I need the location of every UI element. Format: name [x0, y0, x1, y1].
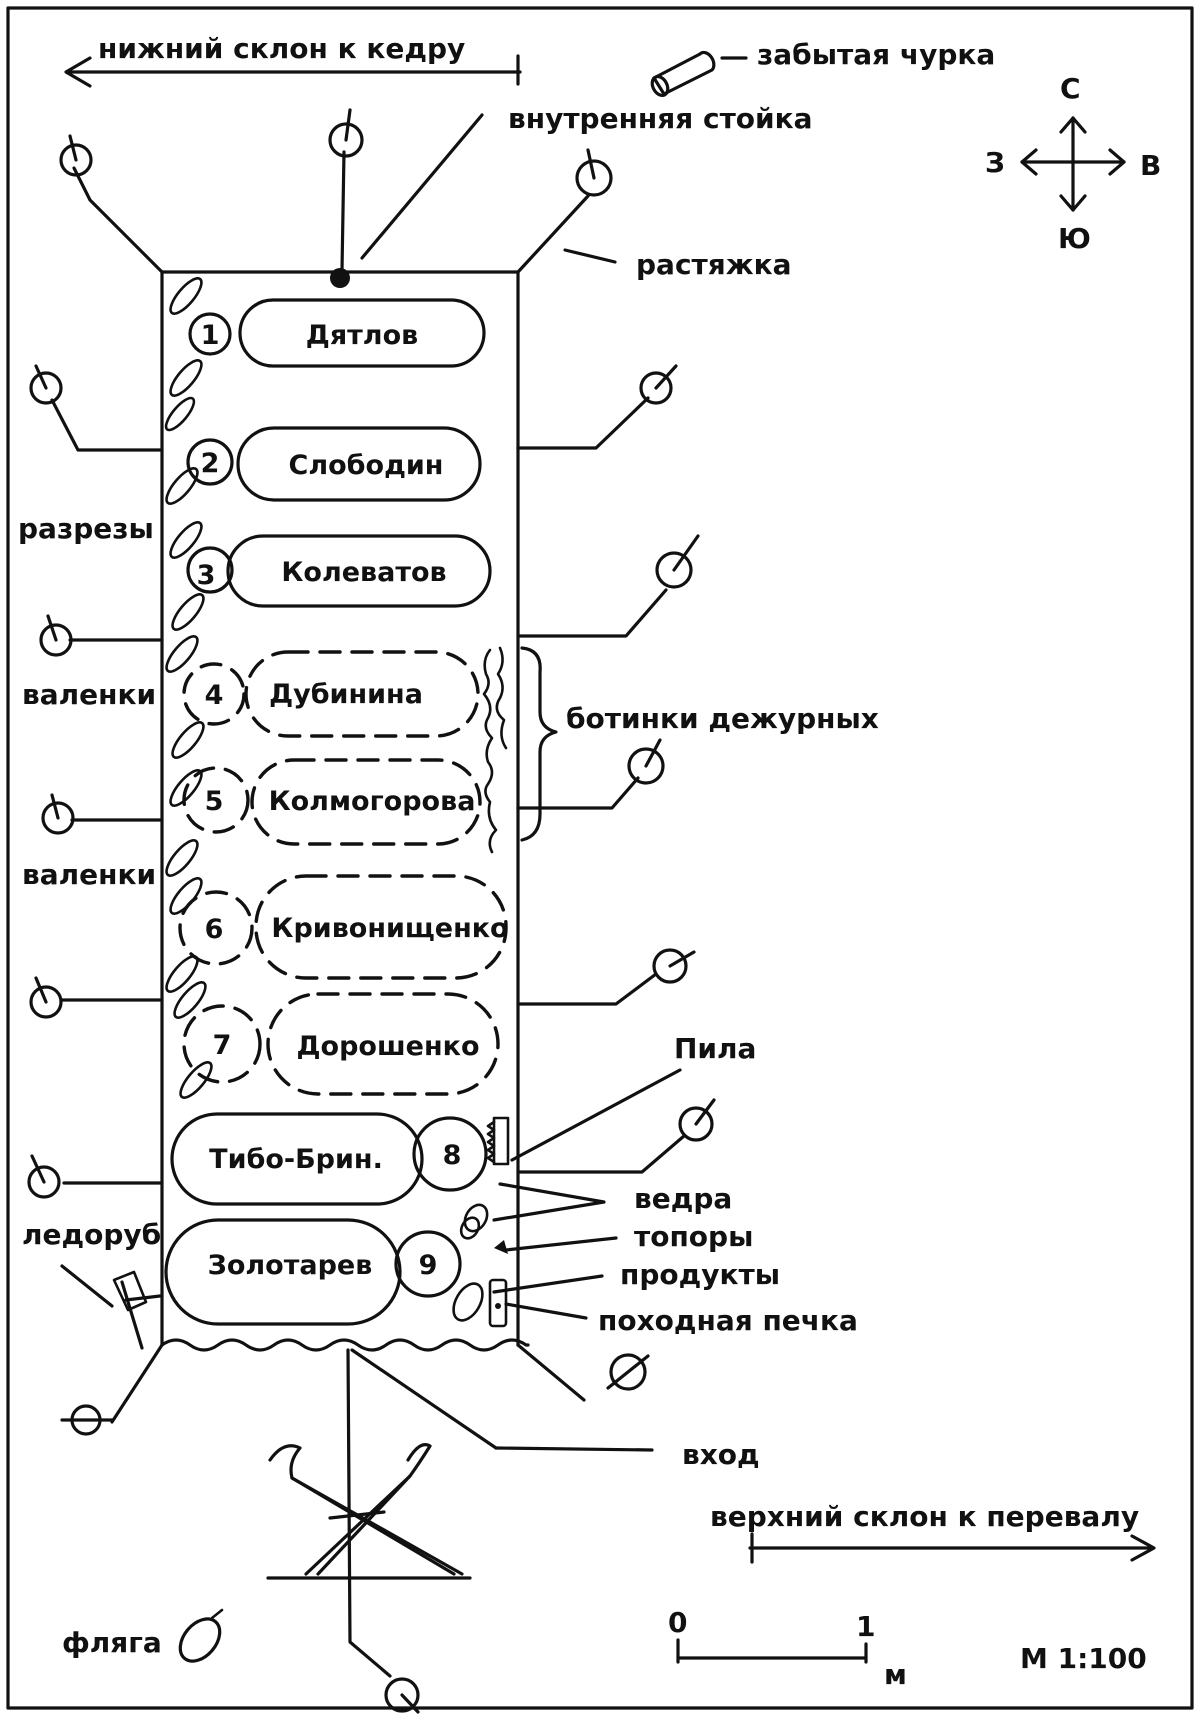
scale-bar — [676, 1638, 868, 1664]
inner-pole-dot — [330, 268, 350, 288]
duty-boots-brace — [520, 646, 558, 842]
sleeper-9-number: 9 — [419, 1250, 438, 1281]
camp-stove-label: походная печка — [598, 1304, 858, 1337]
axes-label: топоры — [634, 1220, 753, 1253]
compass-south: Ю — [1058, 222, 1091, 255]
flask-label: фляга — [62, 1626, 162, 1659]
guy-rope-pointer — [563, 248, 617, 264]
food-pointer — [492, 1274, 604, 1294]
cuts-label: разрезы — [18, 512, 154, 545]
camp-stove-pointer — [504, 1302, 588, 1320]
sleeper-2-number: 2 — [201, 448, 220, 479]
felt-boots-label-2: валенки — [22, 858, 156, 891]
felt-boots-label-1: валенки — [22, 678, 156, 711]
scale-ratio: М 1:100 — [1020, 1642, 1147, 1675]
sleeper-3: 3 Колеватов — [186, 534, 492, 608]
flask-icon — [178, 1608, 224, 1663]
compass-east: В — [1140, 149, 1161, 182]
sleeper-6: 6 Кривонищенко — [178, 874, 509, 980]
sleeper-6-number: 6 — [205, 914, 224, 945]
tent-front-edge — [160, 1338, 530, 1352]
saw-label: Пила — [674, 1032, 756, 1065]
sleeper-9: Золотарев 9 — [164, 1218, 462, 1326]
scale-one: 1 — [856, 1610, 875, 1643]
inner-pole-pointer — [360, 113, 484, 260]
sleeper-2-name: Слободин — [289, 450, 444, 481]
scale-unit: м — [884, 1658, 907, 1691]
sleeper-9-name: Золотарев — [208, 1250, 373, 1281]
saw-icon — [486, 1116, 510, 1166]
duty-boots-icon — [482, 646, 508, 854]
entrance-pointer — [350, 1348, 498, 1450]
sleeper-7: 7 Дорошенко — [182, 992, 500, 1096]
entrance-label: вход — [682, 1438, 760, 1471]
sleeper-5: 5 Колмогорова — [182, 758, 482, 846]
compass-icon — [1020, 116, 1126, 212]
guy-rope-label: растяжка — [636, 248, 792, 281]
lower-slope-label: нижний склон к кедру — [98, 32, 465, 65]
sleeper-6-name: Кривонищенко — [271, 913, 508, 944]
sleeper-3-number: 3 — [197, 560, 216, 591]
sleeper-1: 1 Дятлов — [188, 298, 486, 368]
forgotten-log-icon — [650, 50, 748, 98]
ice-axe-icon — [112, 1270, 162, 1350]
sleeper-1-number: 1 — [201, 320, 220, 351]
saw-pointer — [510, 1068, 682, 1162]
lower-slope-arrow — [64, 54, 522, 88]
entrance-pointer-2 — [494, 1446, 654, 1452]
ice-axe-pointer — [60, 1264, 114, 1308]
forgotten-log-label: забытая чурка — [757, 38, 995, 71]
food-icon — [452, 1282, 484, 1322]
skis-icon — [266, 1443, 472, 1580]
food-label: продукты — [620, 1258, 780, 1291]
axes-icon — [494, 1240, 508, 1254]
duty-boots-label: ботинки дежурных — [566, 702, 879, 735]
sleeper-8: Тибо-Брин. 8 — [170, 1112, 488, 1206]
camp-stove-icon — [488, 1278, 508, 1328]
sleeper-8-number: 8 — [443, 1140, 462, 1171]
axes-pointer — [504, 1236, 618, 1252]
upper-slope-label: верхний склон к перевалу — [710, 1500, 1139, 1533]
scale-zero: 0 — [668, 1606, 687, 1639]
upper-slope-arrow — [748, 1532, 1156, 1564]
inner-pole-label: внутренняя стойка — [508, 102, 813, 135]
guy-ropes — [27, 108, 716, 1714]
sleeper-4: 4 Дубинина — [182, 650, 480, 738]
sleeper-7-name: Дорошенко — [297, 1031, 480, 1062]
ice-axe-label: ледоруб — [22, 1218, 161, 1251]
sleeper-3-name: Колеватов — [281, 557, 446, 588]
sleeper-1-name: Дятлов — [306, 320, 418, 351]
sleeper-4-name: Дубинина — [269, 679, 423, 710]
sleeper-2: 2 Слободин — [186, 426, 482, 502]
sleeper-5-number: 5 — [205, 786, 224, 817]
sleeper-7-number: 7 — [213, 1030, 232, 1061]
sleeper-8-name: Тибо-Брин. — [209, 1144, 383, 1175]
buckets-icon — [459, 1203, 489, 1240]
compass-west: З — [985, 146, 1005, 179]
buckets-label: ведра — [634, 1182, 732, 1215]
outer-frame — [6, 6, 1194, 1710]
buckets-pointer — [492, 1182, 606, 1222]
sleeper-5-name: Колмогорова — [269, 786, 476, 817]
sleeper-4-number: 4 — [205, 680, 224, 711]
compass-north: С — [1060, 72, 1081, 105]
